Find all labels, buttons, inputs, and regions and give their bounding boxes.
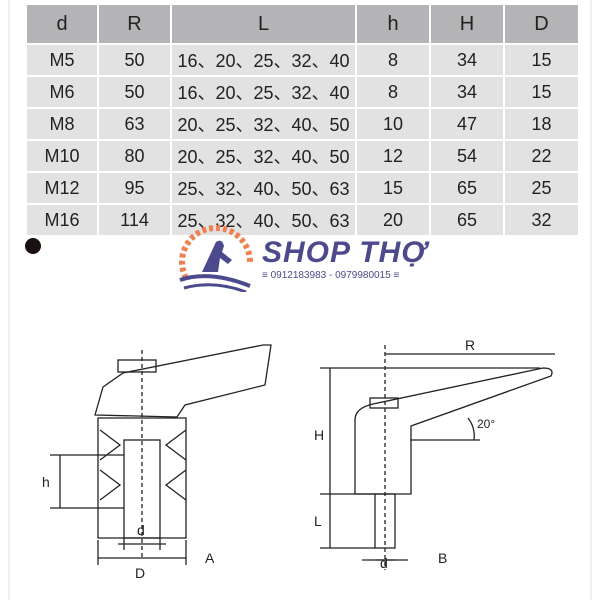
table-cell: 25、32、40、50、63 — [172, 205, 355, 235]
shop-logo-icon — [179, 225, 253, 292]
table-cell: 50 — [99, 45, 170, 75]
bullet-dot — [25, 238, 41, 254]
table-cell: 63 — [99, 109, 170, 139]
col-D: D — [505, 5, 578, 43]
dim-H: H — [314, 427, 324, 443]
table-cell: 15 — [505, 77, 578, 107]
col-h: h — [357, 5, 429, 43]
table-cell: 65 — [431, 205, 503, 235]
logo-phone: ≡ 0912183983 - 0979980015 ≡ — [262, 270, 400, 281]
col-L: L — [172, 5, 355, 43]
table-cell: 15 — [357, 173, 429, 203]
table-cell: M12 — [27, 173, 97, 203]
table-cell: 34 — [431, 77, 503, 107]
dim-R: R — [465, 337, 475, 353]
table-cell: 18 — [505, 109, 578, 139]
table-cell: M16 — [27, 205, 97, 235]
table-cell: 20、25、32、40、50 — [172, 109, 355, 139]
table-cell: 25、32、40、50、63 — [172, 173, 355, 203]
border — [8, 0, 10, 600]
dim-L: L — [314, 513, 322, 529]
table-cell: 95 — [99, 173, 170, 203]
technical-drawing: h d D A R H L d 20° B — [42, 337, 555, 581]
dim-h: h — [42, 474, 50, 490]
table-cell: 20 — [357, 205, 429, 235]
dim-d-b: d — [380, 555, 388, 571]
table-cell: 22 — [505, 141, 578, 171]
table-cell: M10 — [27, 141, 97, 171]
table-cell: 15 — [505, 45, 578, 75]
dim-angle: 20° — [477, 417, 495, 431]
table-cell: 65 — [431, 173, 503, 203]
table-cell: 16、20、25、32、40 — [172, 77, 355, 107]
table-cell: M8 — [27, 109, 97, 139]
table-cell: 8 — [357, 45, 429, 75]
dim-d-a: d — [137, 522, 145, 538]
table-cell: 80 — [99, 141, 170, 171]
table-cell: 32 — [505, 205, 578, 235]
table-cell: 8 — [357, 77, 429, 107]
drawing-b — [320, 345, 555, 570]
table-cell: 16、20、25、32、40 — [172, 45, 355, 75]
table-cell: 54 — [431, 141, 503, 171]
col-d: d — [27, 5, 97, 43]
table-cell: 34 — [431, 45, 503, 75]
logo-brand: SHOP THỢ — [262, 236, 428, 269]
table-cell: 10 — [357, 109, 429, 139]
dim-D: D — [135, 565, 145, 581]
col-H: H — [431, 5, 503, 43]
table-header: d R L h H D — [27, 5, 578, 43]
drawing-a — [50, 344, 272, 565]
table-cell: M5 — [27, 45, 97, 75]
table-cell: 25 — [505, 173, 578, 203]
table-cell: M6 — [27, 77, 97, 107]
col-R: R — [99, 5, 170, 43]
table-cell: 50 — [99, 77, 170, 107]
view-label-b: B — [438, 550, 447, 566]
table-cell: 114 — [99, 205, 170, 235]
view-label-a: A — [205, 550, 215, 566]
border — [590, 0, 592, 600]
table-cell: 47 — [431, 109, 503, 139]
table-cell: 20、25、32、40、50 — [172, 141, 355, 171]
table-cell: 12 — [357, 141, 429, 171]
